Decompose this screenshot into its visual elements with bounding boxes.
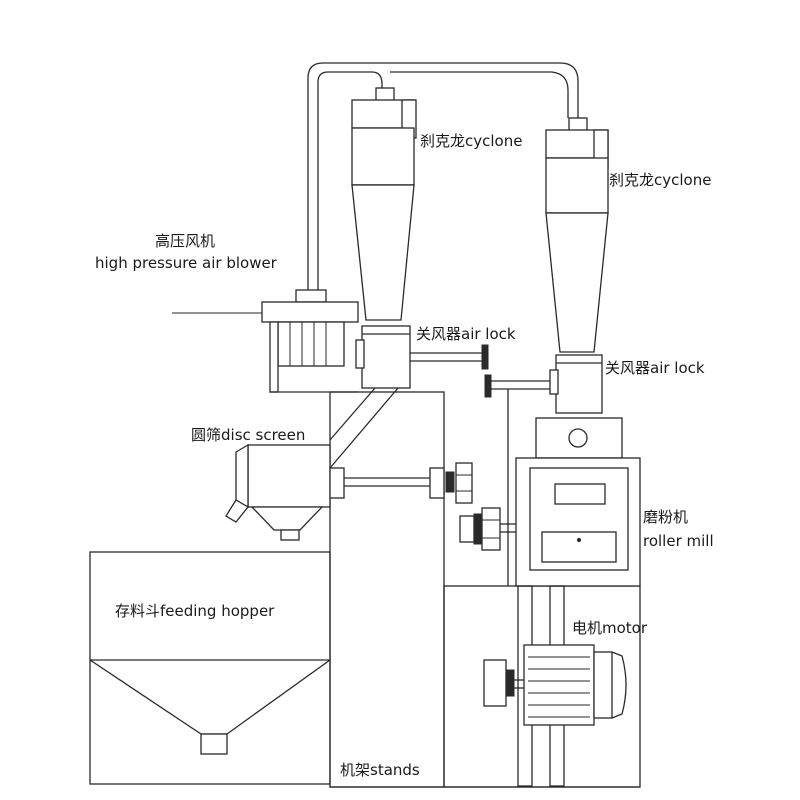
feeding-hopper (89, 551, 331, 785)
cyclone-1-label: 刹克龙cyclone (420, 132, 522, 150)
cyclone-1 (351, 87, 417, 321)
motor-label: 电机motor (572, 619, 648, 637)
air-lock-1 (355, 325, 489, 389)
air-duct (307, 62, 579, 290)
cyclone-2-label: 刹克龙cyclone (609, 171, 711, 189)
stands-label: 机架stands (340, 761, 420, 779)
motor (483, 585, 627, 787)
air-blower (172, 289, 359, 393)
disc-screen-label: 圆筛disc screen (191, 426, 305, 444)
cyclone-2 (545, 117, 609, 353)
disc-screen (225, 443, 473, 541)
blower-label-en: high pressure air blower (95, 254, 278, 272)
air-lock-2 (484, 354, 603, 586)
roller-mill (459, 417, 641, 587)
air-lock-2-label: 关风器air lock (605, 359, 705, 377)
discharge-chute (329, 387, 399, 469)
roller-mill-label-en: roller mill (643, 532, 714, 550)
roller-mill-label-cn: 磨粉机 (643, 508, 688, 526)
blower-label-cn: 高压风机 (155, 232, 215, 250)
feeding-hopper-label: 存料斗feeding hopper (115, 602, 275, 620)
air-lock-1-label: 关风器air lock (416, 325, 516, 343)
